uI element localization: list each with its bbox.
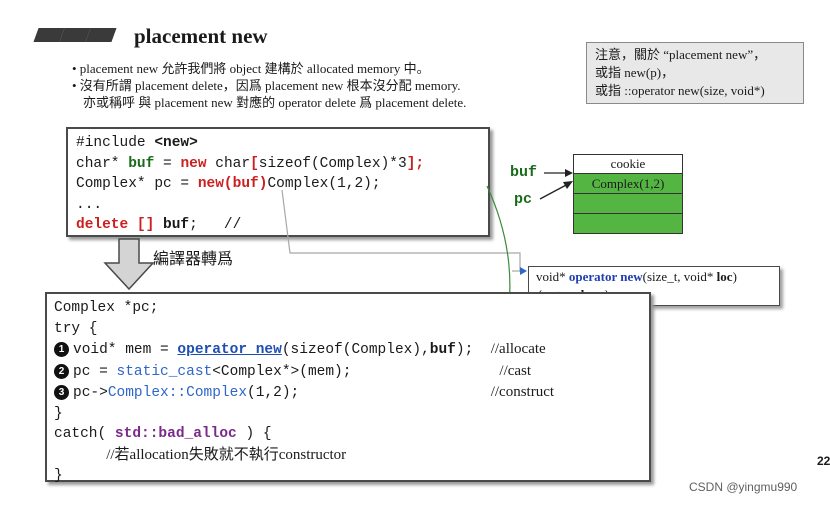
- page-number: 22: [817, 454, 830, 468]
- memory-cell-cookie: cookie: [573, 154, 683, 174]
- memory-cell-empty: [573, 214, 683, 234]
- code-box-source: #include <new> char* buf = new char[sizeo…: [66, 127, 490, 237]
- pc-pointer-arrowhead: [563, 181, 573, 189]
- step-badge-3: 3: [54, 385, 69, 400]
- code-line: delete [] buf; //: [76, 217, 242, 233]
- code-line: try {: [54, 320, 98, 337]
- code-line: ...: [76, 196, 103, 213]
- slide-title: placement new: [134, 24, 268, 48]
- bullet-2: • 沒有所謂 placement delete，因爲 placement new…: [72, 78, 461, 93]
- code-line: char* buf = new char[sizeof(Complex)*3];: [76, 155, 425, 172]
- step-badge-1: 1: [54, 342, 69, 357]
- code-line: //若allocation失敗就不執行constructor: [106, 446, 347, 463]
- note-line: 或指 ::operator new(size, void*): [595, 83, 765, 98]
- buf-label: buf: [510, 164, 538, 181]
- operator-new-signature: void* operator new(size_t, void* loc): [536, 269, 737, 284]
- note-line: 或指 new(p)，: [595, 65, 675, 80]
- step-badge-2: 2: [54, 363, 69, 379]
- memory-block: cookie Complex(1,2): [573, 154, 683, 234]
- bullet-list: • placement new 允許我們將 object 建構於 allocat…: [72, 60, 542, 111]
- compile-down-arrow: [103, 238, 155, 291]
- code-line: }: [54, 468, 63, 484]
- pc-pointer-arrow: [539, 183, 569, 200]
- bullet-1: • placement new 允許我們將 object 建構於 allocat…: [72, 61, 430, 76]
- note-box: 注意，關於 “placement new”， 或指 new(p)， 或指 ::o…: [586, 42, 804, 104]
- buf-pointer-arrowhead: [565, 169, 573, 177]
- code-line: catch( std::bad_alloc ) {: [54, 426, 272, 442]
- code-line: Complex* pc = new(buf)Complex(1,2);: [76, 176, 381, 192]
- memory-cell-object: Complex(1,2): [573, 174, 683, 194]
- code-line: }: [54, 405, 63, 422]
- compiler-translates-label: 編譯器轉爲: [153, 249, 234, 268]
- pc-label: pc: [514, 191, 533, 208]
- call-connector-arrowhead: [520, 267, 527, 275]
- note-line: 注意，關於 “placement new”，: [595, 47, 767, 62]
- call-connector-line: [281, 189, 521, 272]
- bullet-2-continuation: 亦或稱呼 與 placement new 對應的 operator delete…: [83, 95, 467, 110]
- memory-cell-empty: [573, 194, 683, 214]
- code-line: #include <new>: [76, 135, 198, 151]
- watermark: CSDN @yingmu990: [689, 480, 798, 494]
- code-line: Complex *pc;: [54, 300, 159, 316]
